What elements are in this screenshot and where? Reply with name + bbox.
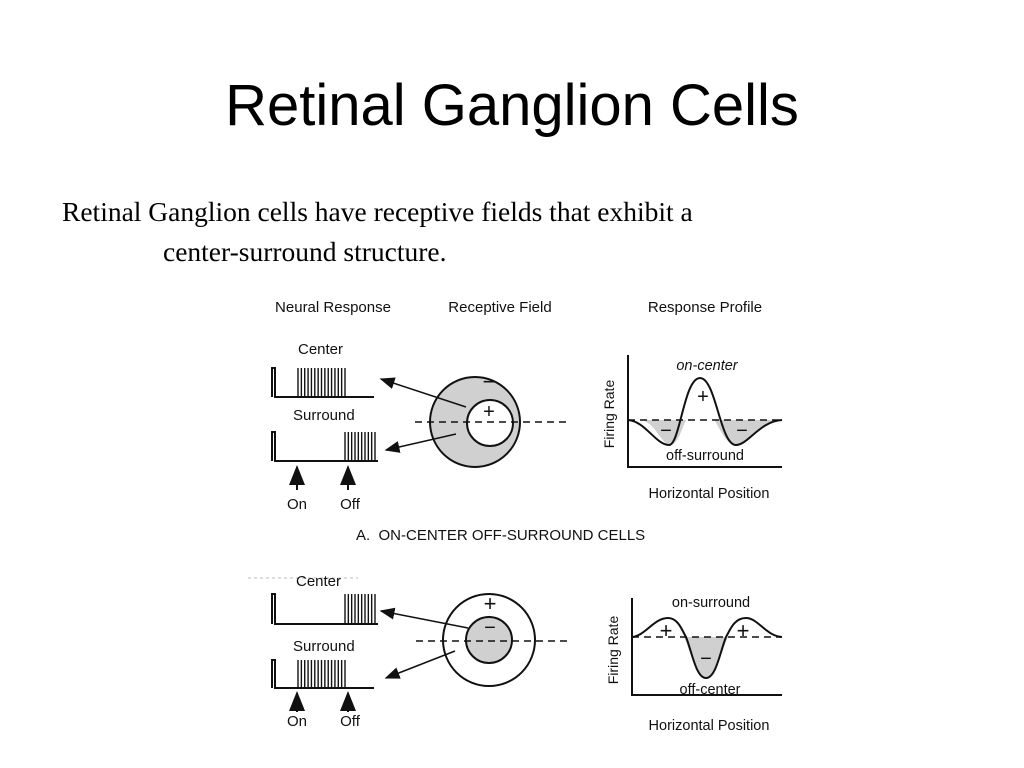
response-profile-b — [631, 598, 783, 696]
off-label-b: Off — [340, 713, 361, 730]
column-header-response-profile: Response Profile — [648, 299, 762, 316]
receptive-field-a — [415, 376, 568, 468]
surround-spike-train-b — [271, 659, 374, 689]
field-outer-sign-a: − — [483, 369, 496, 394]
x-axis-label-a: Horizontal Position — [649, 486, 770, 502]
profile-bottom-label-a: off-surround — [666, 448, 744, 464]
body-line-2: center-surround structure. — [163, 236, 447, 267]
arrow-to-surround-a — [384, 433, 457, 453]
field-inner-sign-a: + — [483, 401, 495, 423]
profile-right-sign-a: − — [736, 420, 748, 442]
profile-top-label-b: on-surround — [672, 595, 750, 611]
profile-bottom-label-b: off-center — [680, 682, 741, 698]
surround-label-b: Surround — [293, 638, 355, 655]
off-label-a: Off — [340, 496, 361, 513]
caption-a: A. ON-CENTER OFF-SURROUND CELLS — [356, 527, 645, 544]
surround-spike-train-a — [271, 431, 378, 462]
center-label-a: Center — [298, 341, 343, 358]
center-spike-train-b — [271, 593, 378, 625]
on-label-a: On — [287, 496, 307, 513]
center-spike-train-a — [271, 367, 374, 398]
panel-a: Center Surround On Off − + — [271, 341, 783, 513]
profile-left-sign-b: + — [660, 618, 673, 643]
panel-b: Center Surround On Off + − — [248, 573, 783, 734]
center-label-b: Center — [296, 573, 341, 590]
x-axis-label-b: Horizontal Position — [649, 718, 770, 734]
receptive-field-b — [416, 593, 568, 687]
field-inner-sign-b: − — [484, 617, 496, 639]
arrow-to-center-a — [379, 377, 467, 408]
body-text: Retinal Ganglion cells have receptive fi… — [62, 192, 962, 272]
profile-peak-sign-a: + — [697, 386, 709, 408]
slide-title: Retinal Ganglion Cells — [225, 73, 799, 138]
on-label-b: On — [287, 713, 307, 730]
column-header-receptive-field: Receptive Field — [448, 299, 551, 316]
field-outer-sign-b: + — [484, 591, 497, 616]
profile-top-label-a: on-center — [676, 358, 738, 374]
column-header-neural-response: Neural Response — [275, 299, 391, 316]
surround-label-a: Surround — [293, 407, 355, 424]
arrow-to-surround-b — [384, 650, 456, 679]
y-axis-label-a: Firing Rate — [601, 380, 617, 449]
body-line-1: Retinal Ganglion cells have receptive fi… — [62, 196, 693, 227]
response-profile-a — [627, 355, 783, 468]
y-axis-label-b: Firing Rate — [605, 616, 621, 685]
profile-left-sign-a: − — [660, 420, 672, 442]
profile-right-sign-b: + — [737, 618, 750, 643]
arrow-to-center-b — [379, 607, 469, 629]
profile-dip-sign-b: − — [700, 648, 712, 670]
